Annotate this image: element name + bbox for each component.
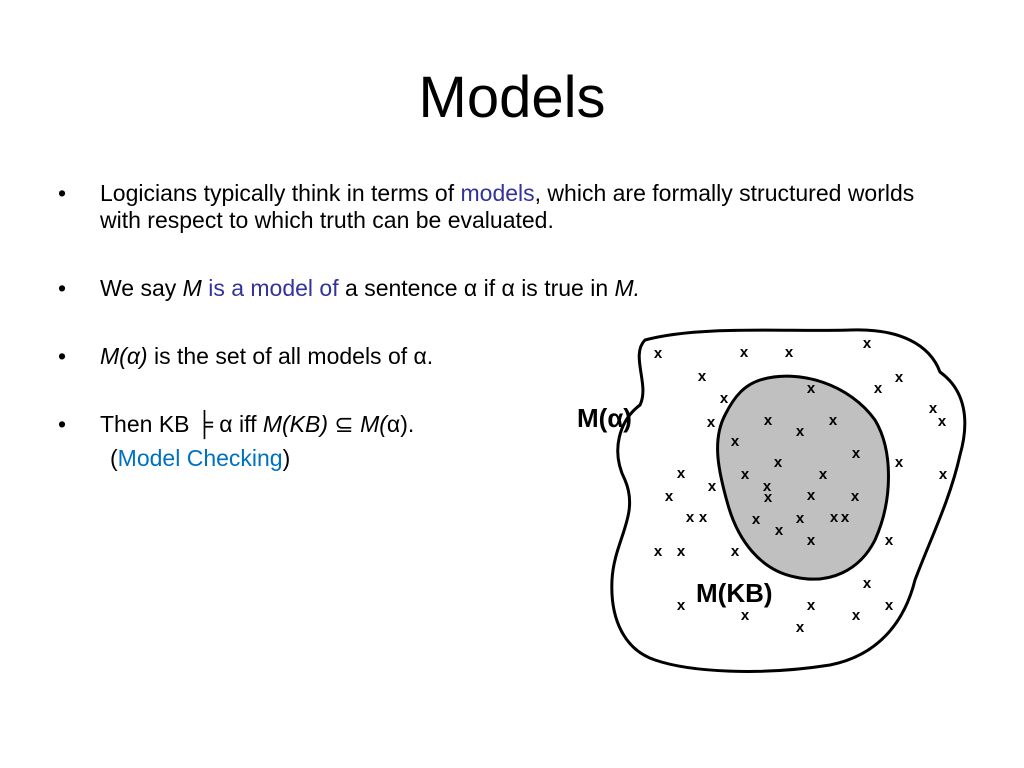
model-checking-link[interactable]: Model Checking — [117, 445, 283, 471]
model-point-x: x — [829, 412, 838, 429]
model-point-x: x — [731, 543, 740, 560]
entails-symbol: ╞ — [195, 411, 213, 438]
bullet-dot: • — [58, 411, 67, 437]
symbol-alpha: α — [386, 411, 401, 437]
model-point-x: x — [796, 423, 805, 440]
slide-title: Models — [418, 65, 606, 130]
model-point-x: x — [807, 380, 816, 397]
model-point-x: x — [698, 368, 707, 385]
m-kb-region — [716, 374, 890, 581]
symbol-m: M — [182, 275, 202, 301]
model-point-x: x — [763, 478, 772, 495]
model-point-x: x — [852, 445, 861, 462]
bullet-text: We say — [100, 275, 183, 301]
model-point-x: x — [841, 509, 850, 526]
model-point-x: x — [796, 619, 805, 636]
symbol-m-alpha: M(α) — [100, 343, 148, 369]
model-point-x: x — [741, 466, 750, 483]
bullet-text: Logicians typically think in terms of — [100, 180, 461, 206]
model-point-x: x — [895, 454, 904, 471]
label-m-alpha: M(α) — [577, 403, 632, 433]
subset-symbol: ⊆ — [328, 411, 361, 437]
model-point-x: x — [852, 607, 861, 624]
bullet-model-definition: • We say M is a model of a sentence α if… — [58, 275, 958, 302]
model-point-x: x — [740, 344, 749, 361]
model-checking-note: (Model Checking) — [110, 445, 958, 472]
model-point-x: x — [764, 412, 773, 429]
model-point-x: x — [731, 433, 740, 450]
model-point-x: x — [720, 390, 729, 407]
bullet-dot: • — [58, 275, 67, 301]
model-point-x: x — [774, 454, 783, 471]
bullet-models-intro: • Logicians typically think in terms of … — [58, 180, 958, 234]
model-point-x: x — [677, 597, 686, 614]
paren-close: ) — [282, 445, 291, 471]
model-point-x: x — [830, 509, 839, 526]
model-point-x: x — [775, 522, 784, 539]
bullet-text: , which are formally structured worlds w… — [100, 180, 915, 233]
model-point-x: x — [851, 488, 860, 505]
model-point-x: x — [939, 466, 948, 483]
model-point-x: x — [895, 369, 904, 386]
model-point-x: x — [929, 400, 938, 417]
model-point-x: x — [764, 489, 773, 506]
bullet-entailment: • Then KB ╞ α iff M(KB) ⊆ M(α). — [58, 411, 958, 438]
model-point-x: x — [785, 344, 794, 361]
model-point-x: x — [665, 488, 674, 505]
paren-open: ( — [110, 445, 118, 471]
model-point-x: x — [677, 465, 686, 482]
model-point-x: x — [807, 487, 816, 504]
bullet-dot: • — [58, 343, 67, 369]
model-point-x: x — [686, 509, 695, 526]
model-point-x: x — [807, 597, 816, 614]
model-point-x: x — [699, 509, 708, 526]
term-is-a-model-of: is a model of — [201, 275, 339, 301]
bullet-text: a sentence α if α is true in — [338, 275, 615, 301]
bullet-text: Then KB — [100, 411, 196, 437]
model-point-x: x — [807, 532, 816, 549]
model-point-x: x — [741, 607, 750, 624]
model-point-x: x — [796, 510, 805, 527]
bullet-model-set: • M(α) is the set of all models of α. — [58, 343, 958, 370]
model-point-x: x — [654, 543, 663, 560]
model-point-x: x — [677, 543, 686, 560]
model-point-x: x — [819, 466, 828, 483]
term-models: models — [460, 180, 535, 206]
model-point-x: x — [885, 532, 894, 549]
model-point-x: x — [863, 335, 872, 352]
model-point-x: x — [938, 413, 947, 430]
symbol-m-open: M( — [360, 411, 387, 437]
model-point-x: x — [863, 575, 872, 592]
model-point-x: x — [874, 380, 883, 397]
symbol-m: M. — [614, 275, 641, 301]
model-point-x: x — [707, 414, 716, 431]
symbol-m-kb: M(KB) — [262, 411, 329, 437]
model-point-x: x — [752, 511, 761, 528]
model-point-x: x — [708, 478, 717, 495]
bullet-text: is the set of all models of α. — [147, 343, 434, 369]
model-point-x: x — [885, 597, 894, 614]
label-m-kb: M(KB) — [696, 578, 773, 608]
bullet-list: • Logicians typically think in terms of … — [58, 180, 958, 472]
bullet-dot: • — [58, 180, 67, 206]
model-point-x: x — [654, 345, 663, 362]
bullet-text: ). — [400, 411, 415, 437]
bullet-text: α iff — [212, 411, 263, 437]
